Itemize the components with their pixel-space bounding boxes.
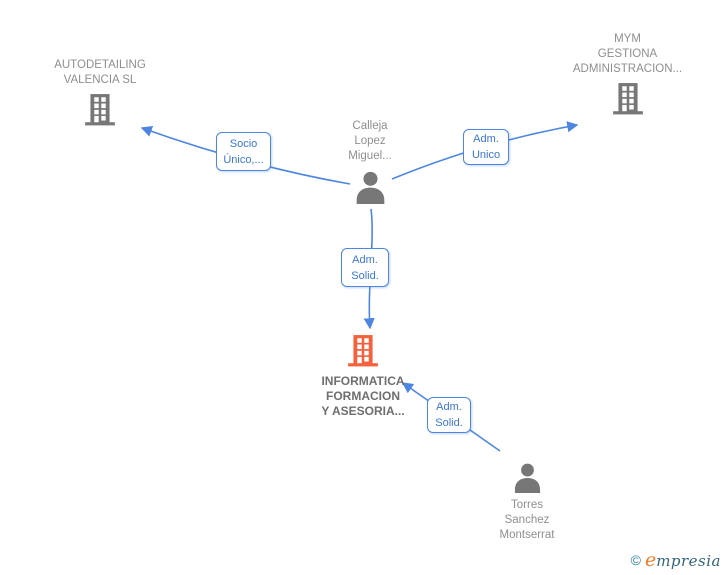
edge-label-line: Adm. — [473, 133, 499, 145]
node-label: VALENCIA SL — [63, 74, 137, 86]
empresia-watermark[interactable]: ©empresia — [631, 549, 721, 571]
node-label: ADMINISTRACION... — [572, 63, 683, 75]
node-label: Torres — [511, 499, 543, 511]
edge-label-line: Único,... — [223, 153, 264, 166]
node-label: FORMACION — [326, 389, 400, 403]
node-label: INFORMATICA — [321, 374, 405, 388]
brand-name: mpresia — [656, 552, 721, 570]
person-icon — [352, 170, 389, 209]
node-company-autodetailing[interactable]: AUTODETAILING VALENCIA SL — [30, 58, 170, 132]
node-company-informatica[interactable]: INFORMATICA FORMACION Y ASESORIA... — [300, 333, 426, 419]
node-label: AUTODETAILING — [54, 59, 146, 71]
edge-label-line: Unico — [471, 149, 501, 161]
edge-label-line: Solid. — [351, 269, 379, 282]
node-label: Montserrat — [499, 529, 555, 541]
node-label: Lopez — [354, 135, 386, 147]
edge-label-line: Adm. — [436, 401, 462, 413]
node-person-calleja[interactable]: Calleja Lopez Miguel... — [320, 119, 420, 209]
edge-label-adm-unico: Adm. Unico — [463, 129, 509, 165]
node-label: Miguel... — [348, 150, 392, 162]
edge-label-line: Solid. — [435, 417, 463, 429]
node-label: Sanchez — [504, 514, 550, 526]
node-label: GESTIONA — [597, 48, 658, 60]
edge-label-line: Adm. — [352, 253, 378, 266]
building-icon — [83, 93, 117, 132]
edge-label-line: Socio — [229, 137, 258, 150]
node-label: Calleja — [352, 120, 388, 132]
node-company-mym[interactable]: MYM GESTIONA ADMINISTRACION... — [550, 32, 705, 121]
building-icon-highlighted — [346, 333, 380, 374]
edge-label-socio-unico: Socio Único,... — [216, 132, 271, 171]
brand-initial: e — [644, 549, 657, 571]
copyright-icon: © — [630, 552, 641, 568]
person-icon — [511, 462, 544, 498]
edge-label-adm-solid-center: Adm. Solid. — [341, 248, 389, 287]
node-label: MYM — [614, 33, 641, 45]
node-person-torres[interactable]: Torres Sanchez Montserrat — [467, 462, 587, 543]
edge-label-adm-solid-bottom: Adm. Solid. — [427, 397, 471, 433]
node-label: Y ASESORIA... — [321, 404, 405, 418]
building-icon — [611, 82, 645, 121]
